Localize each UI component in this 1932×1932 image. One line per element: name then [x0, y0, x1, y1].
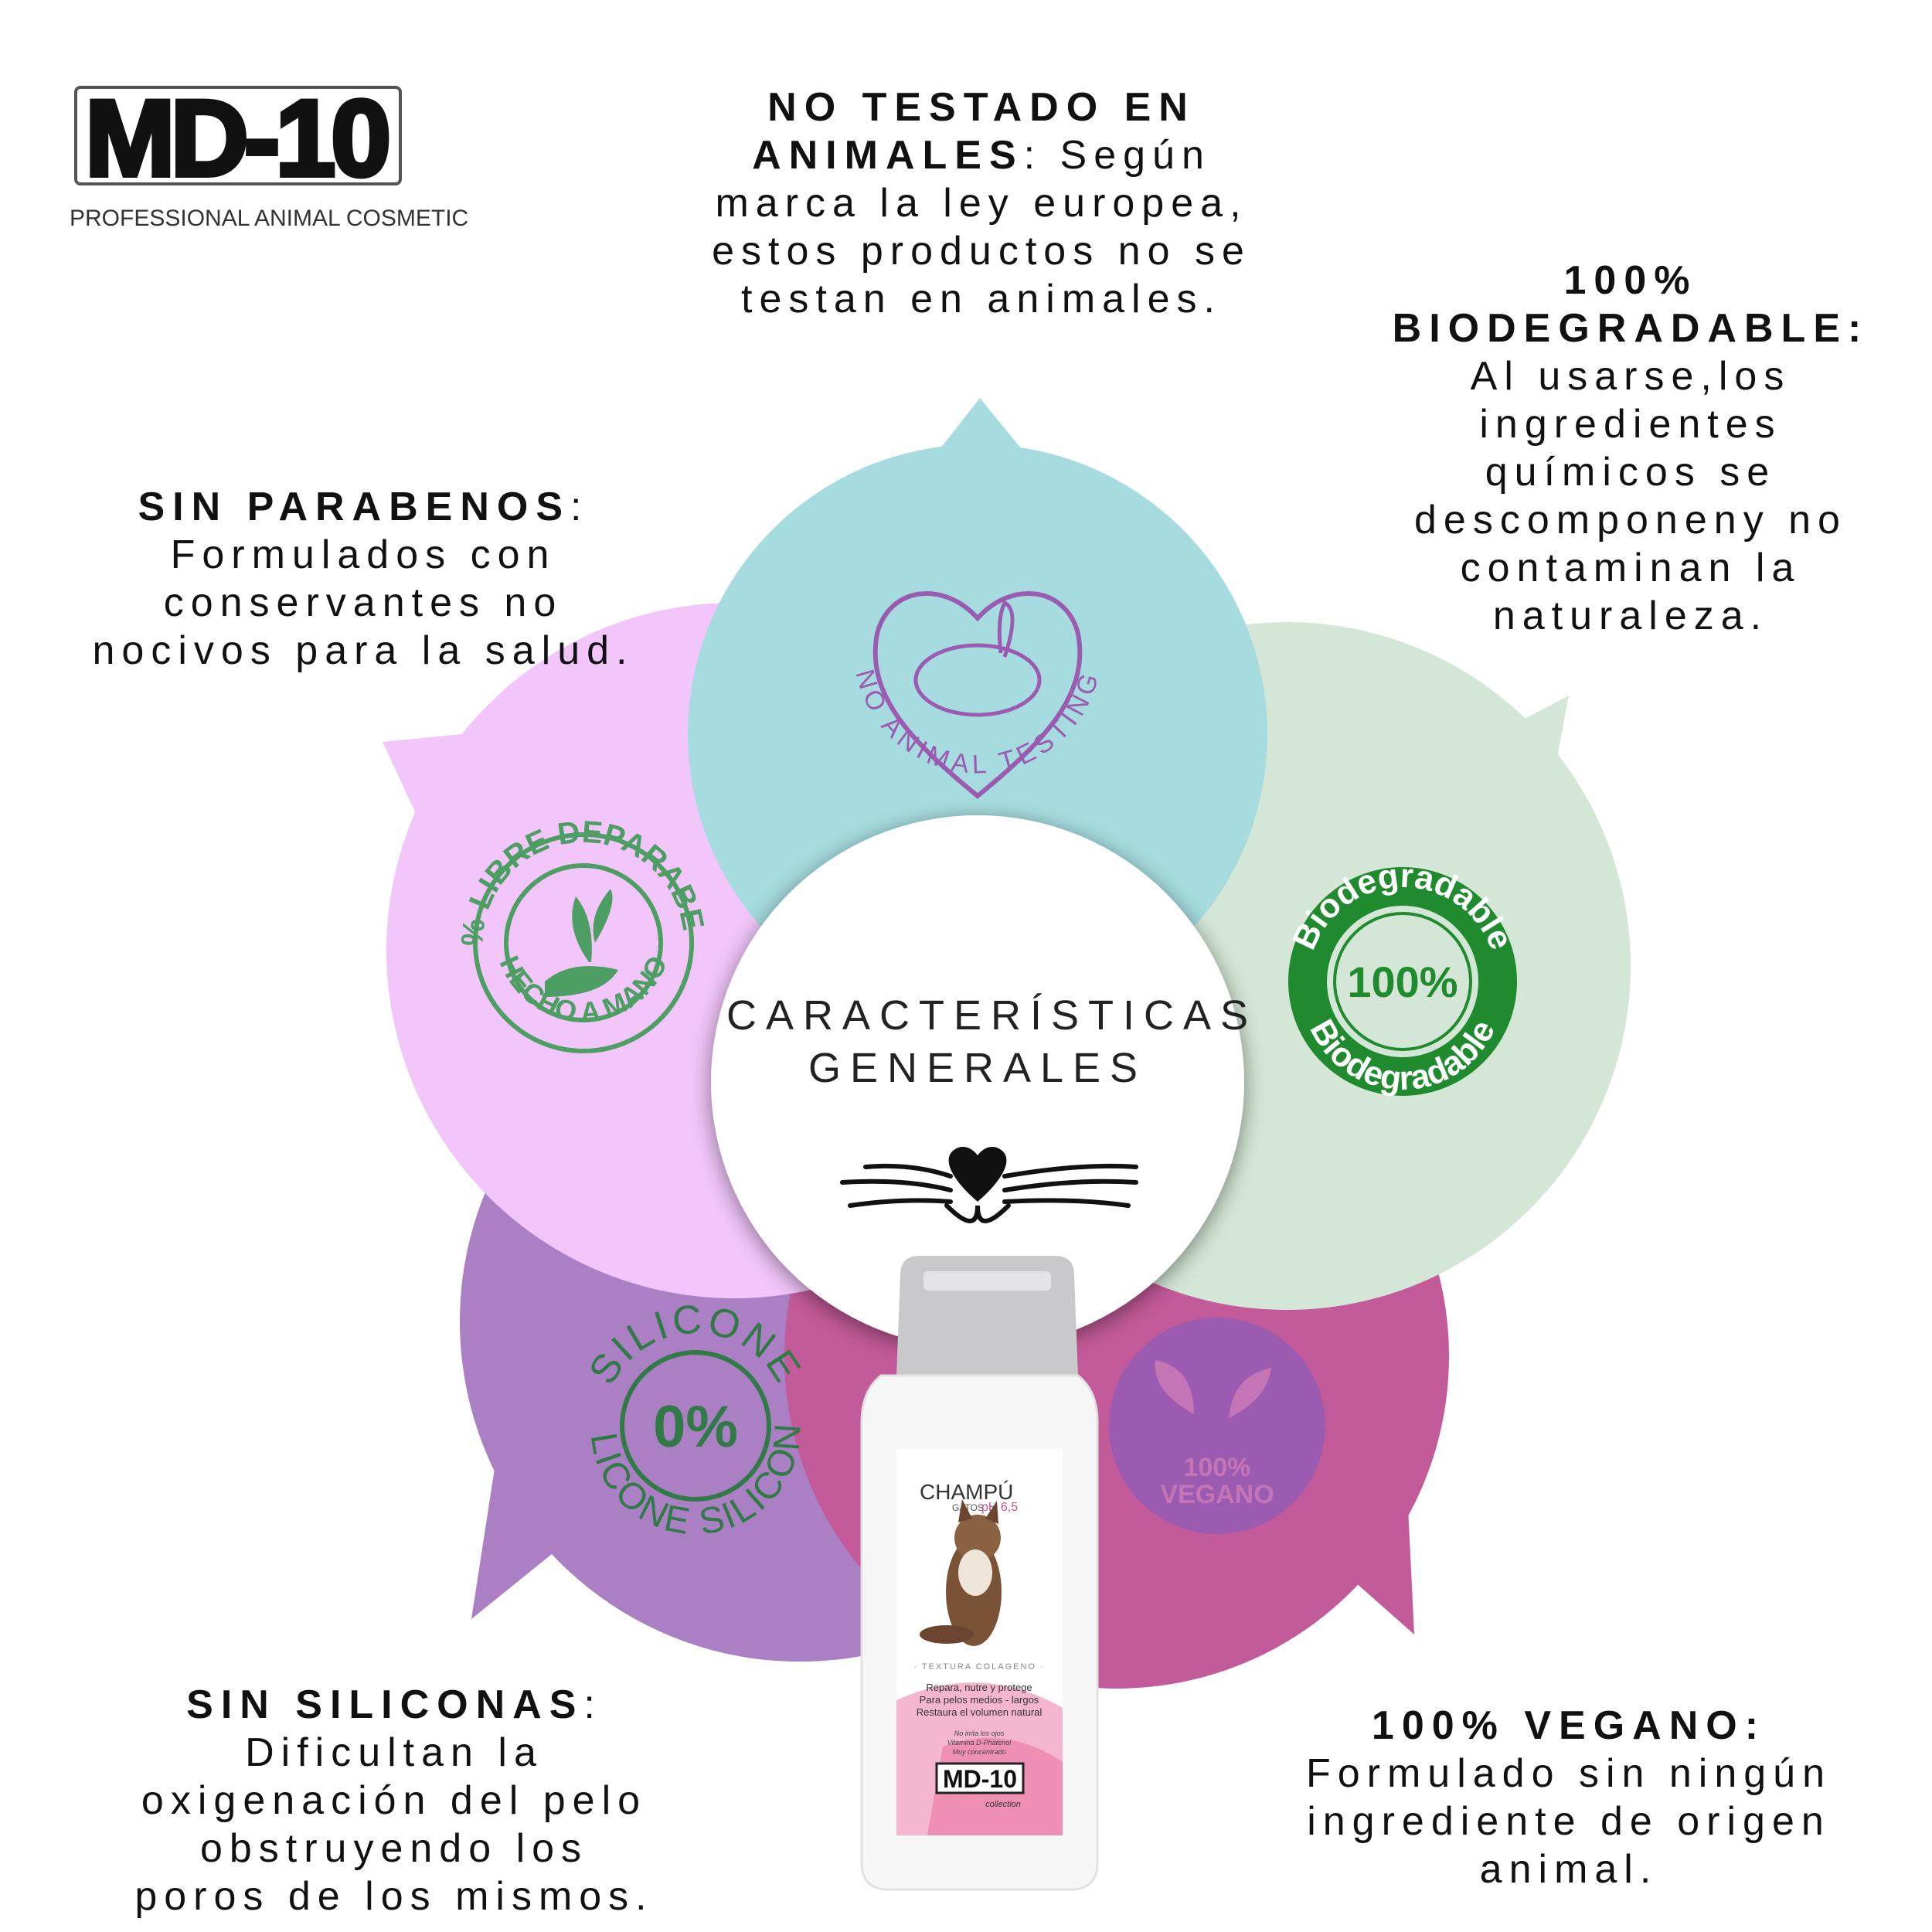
biodegradable-body-5: contaminan la [1460, 546, 1801, 590]
feature-no-testing: NO TESTADO EN ANIMALES: Según marca la l… [665, 83, 1298, 323]
no-testing-body-4: estos productos no se [712, 229, 1251, 274]
logo-mark-text: MD-10 [85, 81, 387, 197]
vegan-heading: 100% VEGANO: [1371, 1703, 1767, 1748]
sprout-icon [572, 889, 613, 962]
silicones-body-2: oxigenación del pelo [141, 1778, 648, 1823]
feature-parabens: SIN PARABENOS: Formulados con conservant… [46, 483, 680, 675]
center-title-line2: GENERALES [808, 1045, 1148, 1091]
product-small2: Vitamina D-Phatenol [947, 1739, 1012, 1747]
feature-vegan: 100% VEGANO: Formulado sin ningún ingred… [1252, 1702, 1886, 1893]
vegan-badge-line2: VEGANO [1160, 1480, 1274, 1509]
parabens-colon: : [570, 485, 589, 529]
cat-photo-icon [920, 1499, 1002, 1646]
biodegradable-heading-1: 100% [1563, 258, 1698, 303]
vegan-body-1: Formulado sin ningún [1305, 1751, 1832, 1796]
cat-face-icon [840, 1163, 1138, 1223]
brand-tagline: PROFESSIONAL ANIMAL COSMETIC [70, 206, 469, 231]
center-circle [711, 815, 1244, 1349]
no-testing-body-5: testan en animales. [741, 277, 1222, 321]
product-claim2: Para pelos medios - largos [920, 1694, 1039, 1706]
hand-icon [545, 966, 618, 997]
biodegradable-body-1: Al usarse,los [1470, 354, 1791, 399]
vegan-badge-line1: 100% [1184, 1453, 1251, 1482]
brand-logo: MD-10 PROFESSIONAL ANIMAL COSMETIC [70, 75, 471, 231]
rabbit-icon [913, 643, 1042, 717]
parabens-body-2: conservantes no [163, 580, 563, 625]
leaf-icon [1229, 1368, 1271, 1418]
cat-nose-icon [948, 1146, 1007, 1202]
product-small3: Muy concentrado [952, 1748, 1005, 1756]
silicones-colon: : [583, 1682, 602, 1727]
vegan-body-3: animal. [1479, 1847, 1658, 1892]
no-testing-body-3: marca la ley europea, [715, 181, 1248, 226]
no-testing-body-2: : Según [1023, 133, 1211, 178]
product-claim1: Repara, nutre y protege [926, 1682, 1032, 1693]
biodegradable-badge-center: 100% [1347, 957, 1458, 1006]
biodegradable-body-6: naturaleza. [1492, 594, 1769, 638]
vegan-badge: 100% VEGANO [1109, 1318, 1325, 1534]
product-collection: collection [985, 1800, 1021, 1809]
heart-icon [872, 591, 1083, 799]
product-claim3: Restaura el volumen natural [917, 1706, 1043, 1718]
biodegradable-body-3: químicos se [1485, 450, 1777, 495]
product-name: CHAMPÚ [920, 1480, 1013, 1504]
feature-silicones: SIN SILICONAS: Dificultan la oxigenación… [77, 1681, 711, 1920]
product-ph: pH 6,5 [981, 1501, 1018, 1514]
parabens-body-1: Formulados con [170, 532, 556, 577]
silicones-heading: SIN SILICONAS [186, 1682, 584, 1727]
no-testing-heading-1: NO TESTADO EN [767, 85, 1196, 130]
product-sub: GATOS [952, 1502, 984, 1513]
biodegradable-heading-2: BIODEGRADABLE: [1392, 306, 1869, 351]
center-title: CARACTERÍSTICAS GENERALES [726, 989, 1258, 1094]
product-small1: No irrita los ojos [954, 1730, 1005, 1737]
silicones-body-3: obstruyendo los [199, 1826, 589, 1871]
feature-biodegradable: 100% BIODEGRADABLE: Al usarse,los ingred… [1360, 257, 1901, 640]
parabens-body-3: nocivos para la salud. [92, 628, 634, 673]
product-brand: MD-10 [943, 1765, 1017, 1793]
md10-logo-icon: MD-10 [74, 75, 402, 201]
product-bottle: CHAMPÚ GATOS pH 6,5 · TEXTURA COLAGENO ·… [860, 1256, 1099, 1891]
product-texture: · TEXTURA COLAGENO · [913, 1662, 1044, 1672]
no-testing-heading-2: ANIMALES [752, 133, 1024, 178]
biodegradable-body-2: ingredientes [1479, 402, 1782, 447]
parabens-heading: SIN PARABENOS [138, 485, 571, 529]
biodegradable-body-4: descomponeny no [1414, 498, 1847, 543]
vegan-body-2: ingrediente de origen [1307, 1799, 1831, 1844]
center-title-line1: CARACTERÍSTICAS [726, 992, 1258, 1039]
silicone-badge-center: 0% [653, 1394, 738, 1460]
silicones-body-4: poros de los mismos. [134, 1874, 654, 1919]
leaf-icon [1155, 1360, 1194, 1414]
silicones-body-1: Dificultan la [245, 1730, 543, 1775]
